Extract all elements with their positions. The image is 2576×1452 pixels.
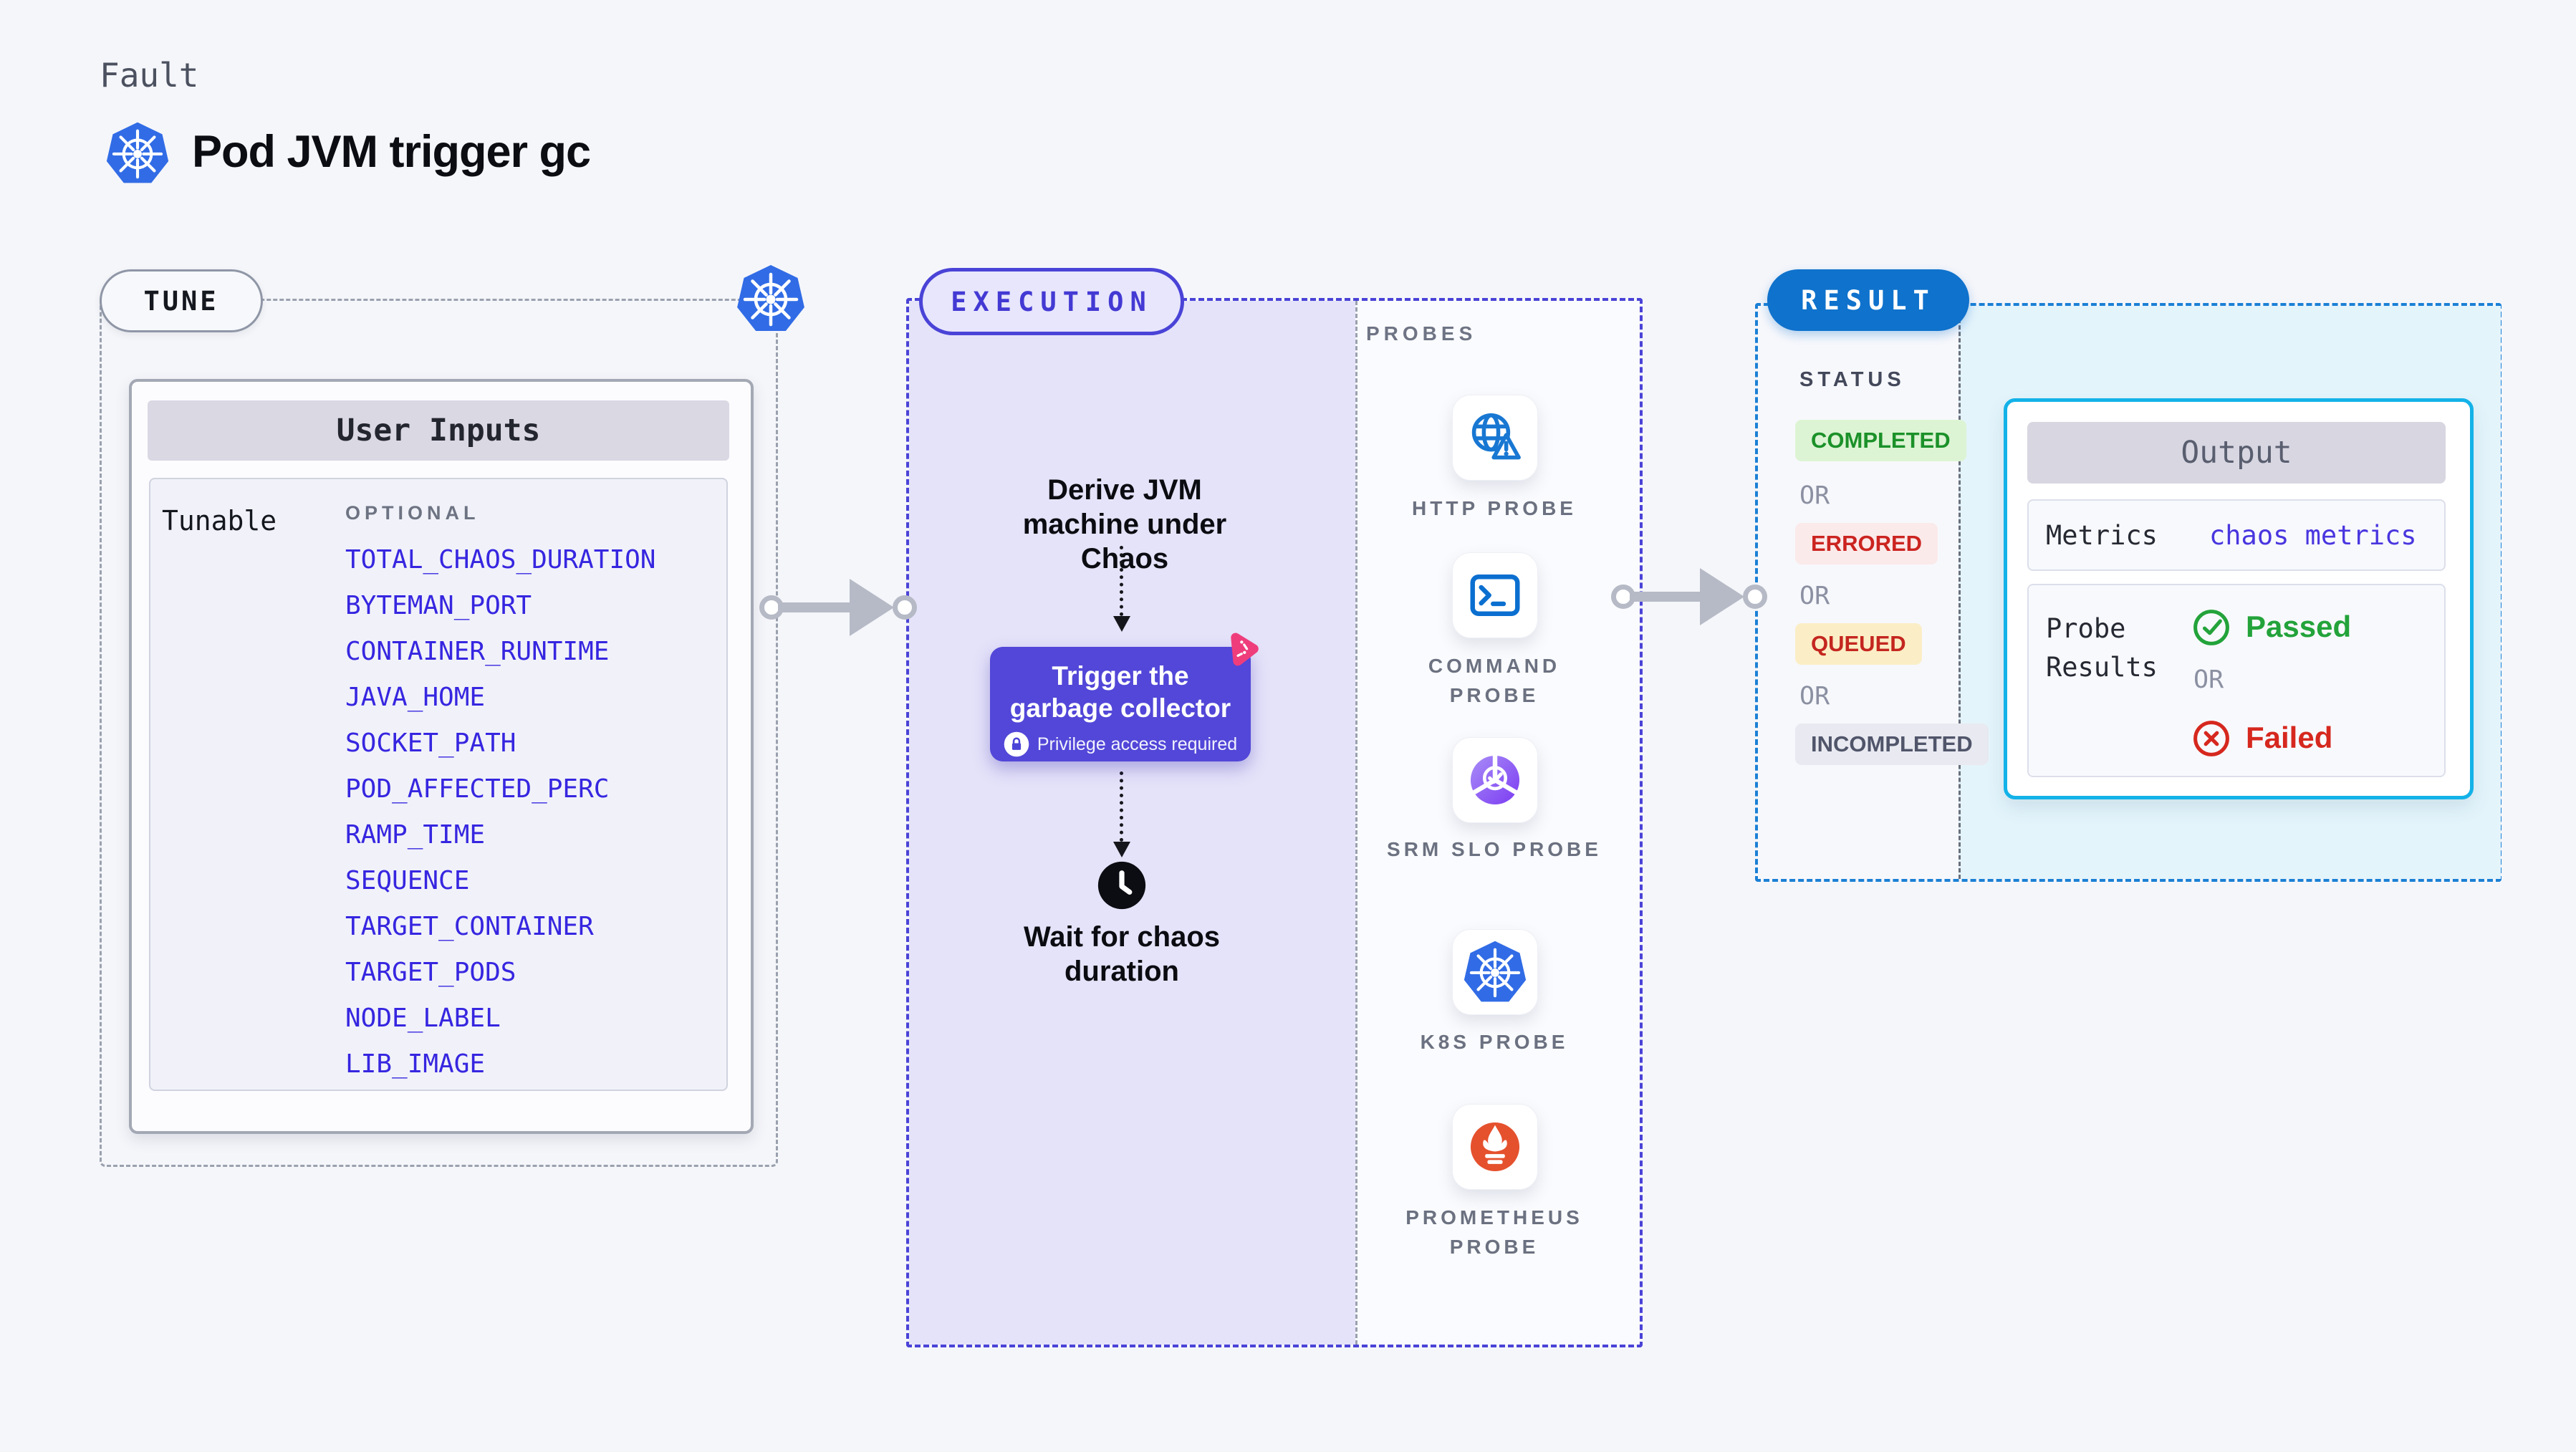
tunable-panel: Tunable OPTIONAL TOTAL_CHAOS_DURATION BY… — [149, 478, 728, 1091]
tunable-link[interactable]: TOTAL_CHAOS_DURATION — [345, 545, 656, 574]
output-card: Output Metrics chaos metrics Probe Resul… — [2004, 398, 2474, 799]
srm-slo-probe-icon — [1470, 754, 1520, 805]
status-area — [1758, 306, 1959, 879]
optional-label: OPTIONAL — [345, 502, 480, 524]
failed-x-icon — [2193, 721, 2229, 756]
http-probe-icon — [1471, 413, 1521, 460]
dotted-arrowhead-icon — [1113, 616, 1130, 632]
dotted-connector — [1120, 546, 1123, 616]
kubernetes-icon — [735, 263, 807, 335]
fault-kicker: Fault — [100, 56, 199, 95]
command-probe-icon — [1470, 574, 1520, 616]
tunable-link[interactable]: SEQUENCE — [345, 866, 470, 895]
failed-label: Failed — [2246, 721, 2333, 754]
probes-title: PROBES — [1366, 322, 1477, 345]
probe-label: HTTP PROBE — [1412, 497, 1577, 519]
probe-label: COMMAND PROBE — [1428, 655, 1561, 706]
k8s-probe-icon — [1462, 939, 1528, 1005]
tunable-link[interactable]: NODE_LABEL — [345, 1004, 501, 1033]
execution-area — [909, 301, 1355, 1345]
probe-label: PROMETHEUS PROBE — [1405, 1206, 1583, 1258]
kubernetes-icon — [105, 120, 170, 186]
srm-slo-probe-card — [1452, 737, 1538, 823]
tunable-link[interactable]: BYTEMAN_PORT — [345, 591, 532, 620]
execution-section-box — [906, 298, 1643, 1347]
tune-to-execution-arrow — [759, 577, 917, 638]
tunable-link[interactable]: SOCKET_PATH — [345, 729, 516, 758]
wait-step-label: Wait for chaos duration — [1023, 921, 1221, 987]
lock-icon — [1004, 731, 1029, 757]
page-title: Pod JVM trigger gc — [192, 127, 591, 177]
prometheus-probe-icon — [1470, 1122, 1520, 1172]
tunable-link[interactable]: TARGET_CONTAINER — [345, 912, 594, 941]
trigger-gc-label: Trigger the garbage collector — [1009, 661, 1231, 723]
status-badge-errored: ERRORED — [1795, 523, 1938, 564]
chaos-fault-icon — [1231, 633, 1259, 666]
clock-icon — [1097, 861, 1146, 910]
result-badge: RESULT — [1767, 269, 1969, 331]
passed-label: Passed — [2246, 610, 2352, 643]
probes-to-result-arrow — [1611, 567, 1767, 627]
tunable-link[interactable]: RAMP_TIME — [345, 820, 486, 850]
tunable-link[interactable]: POD_AFFECTED_PERC — [345, 774, 610, 804]
probe-label: SRM SLO PROBE — [1387, 838, 1602, 860]
tune-badge: TUNE — [100, 269, 263, 332]
tunable-link[interactable]: TARGET_PODS — [345, 958, 516, 987]
status-badge-queued: QUEUED — [1795, 623, 1922, 665]
dotted-connector — [1120, 771, 1123, 842]
tunable-list: TOTAL_CHAOS_DURATION BYTEMAN_PORT CONTAI… — [345, 545, 655, 1080]
status-badge-completed: COMPLETED — [1795, 420, 1966, 461]
tunable-link[interactable]: CONTAINER_RUNTIME — [345, 637, 610, 666]
tunable-group-label: Tunable — [162, 505, 277, 537]
output-header: Output — [2027, 422, 2446, 484]
metrics-value-link[interactable]: chaos metrics — [2209, 520, 2417, 551]
execution-badge: EXECUTION — [919, 268, 1184, 335]
tunable-link[interactable]: JAVA_HOME — [345, 683, 486, 712]
or-label: OR — [1799, 682, 1830, 711]
trigger-gc-button[interactable]: Trigger the garbage collector Privilege … — [990, 647, 1251, 761]
or-label: OR — [2193, 665, 2224, 694]
privilege-label: Privilege access required — [1037, 734, 1238, 754]
tunable-link[interactable]: LIB_IMAGE — [345, 1049, 486, 1079]
probe-label: K8S PROBE — [1420, 1031, 1569, 1053]
tune-section-box — [100, 299, 778, 1167]
probe-results-row: Probe Results Passed OR Failed — [2027, 584, 2446, 777]
status-badge-incompleted: INCOMPLETED — [1795, 723, 1989, 765]
dotted-arrowhead-icon — [1113, 842, 1130, 857]
status-label: STATUS — [1799, 368, 1905, 391]
derive-step-label: Derive JVM machine under Chaos — [1022, 474, 1227, 574]
passed-check-icon — [2193, 610, 2229, 645]
prometheus-probe-card — [1452, 1104, 1538, 1190]
command-probe-card — [1452, 552, 1538, 638]
or-label: OR — [1799, 582, 1830, 610]
or-label: OR — [1799, 481, 1830, 510]
user-inputs-card: User Inputs Tunable OPTIONAL TOTAL_CHAOS… — [129, 379, 754, 1134]
user-inputs-header: User Inputs — [148, 400, 729, 461]
http-probe-card — [1452, 395, 1538, 481]
probe-results-label: Probe Results — [2046, 613, 2158, 683]
metrics-label: Metrics — [2046, 520, 2158, 551]
k8s-probe-card — [1452, 929, 1538, 1015]
metrics-row: Metrics chaos metrics — [2027, 499, 2446, 571]
